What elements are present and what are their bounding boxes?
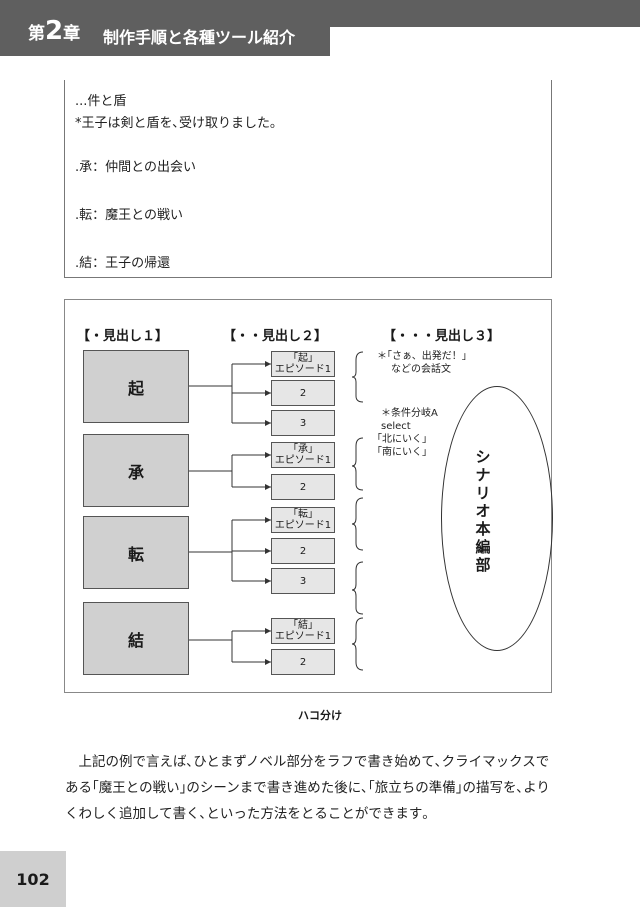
chapter-suffix: 章 [63,24,81,44]
heading-level1: 【・見出し１】 [77,329,169,344]
diagram-connectors [189,351,364,671]
figure-caption: ハコ分け [298,709,342,722]
excerpt-line: .転：魔王との戦い [75,208,184,223]
scenario-main-label: シナリオ本編部 [475,448,491,574]
episode-box: ｢結｣エピソード1 [271,618,335,644]
episode-box: 3 [271,410,335,436]
body-paragraph: 上記の例で言えば､ひとまずノベル部分をラフで書き始めて､クライマックスである｢魔… [65,754,550,822]
excerpt-line: .承：仲間との出会い [75,160,197,175]
episode-box: 2 [271,649,335,675]
chapter-title: 制作手順と各種ツール紹介 [103,28,296,47]
excerpt-line: *王子は剣と盾を､受け取りました｡ [75,116,277,131]
episode-box: ｢転｣エピソード1 [271,507,335,533]
script-excerpt-box: ...件と盾 *王子は剣と盾を､受け取りました｡ .承：仲間との出会い .転：魔… [64,80,552,278]
section-box-ketsu: 結 [83,602,189,675]
heading-level3: 【・・・見出し３】 [383,329,501,344]
section-box-ten: 転 [83,516,189,589]
section-box-ki: 起 [83,350,189,423]
heading-level2: 【・・見出し２】 [223,329,328,344]
scenario-ellipse [441,386,553,651]
episode-box: 3 [271,568,335,594]
header-white-strip [330,27,640,56]
structure-diagram: 【・見出し１】 【・・見出し２】 【・・・見出し３】 起 承 転 結 ｢起｣エピ… [64,299,553,693]
chapter-prefix: 第 [28,24,45,44]
episode-box: 2 [271,474,335,500]
episode-box: 2 [271,380,335,406]
episode-box: ｢起｣エピソード1 [271,351,335,377]
section-box-sho: 承 [83,434,189,507]
excerpt-line: .結：王子の帰還 [75,256,171,271]
chapter-label: 第2章 [28,16,80,46]
episode-box: ｢承｣エピソード1 [271,442,335,468]
page-number: 102 [0,851,66,907]
chapter-number: 2 [45,16,64,46]
episode-box: 2 [271,538,335,564]
excerpt-line: ...件と盾 [75,94,127,109]
dialogue-note: ＊｢さぁ、出発だ！｣などの会話文 [377,351,467,375]
